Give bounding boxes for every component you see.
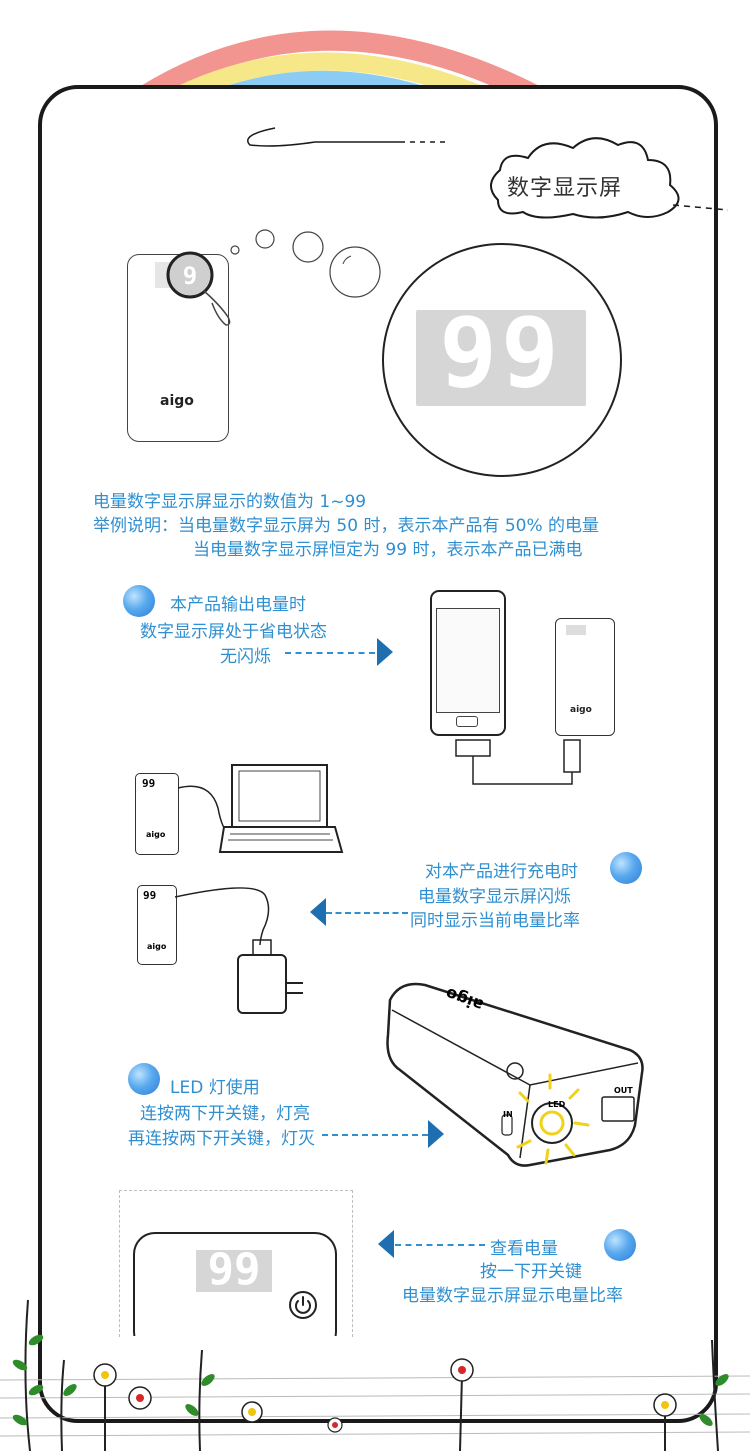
power-button-icon (289, 1291, 317, 1319)
side-display (566, 625, 586, 635)
check-arrow-line (395, 1244, 485, 1246)
power-bank-3d-illustration (386, 982, 644, 1167)
arrow-left-icon (310, 898, 326, 926)
cloud-shape (490, 137, 728, 219)
label-led: LED (548, 1100, 566, 1109)
bullet-dot-icon (128, 1063, 160, 1095)
wall-charger-illustration (175, 887, 303, 1014)
output-arrow-line (285, 652, 375, 654)
bullet-dot-icon (604, 1229, 636, 1261)
label-out: OUT (614, 1086, 633, 1095)
phone-screen (436, 608, 500, 713)
check-line-1: 查看电量 (490, 1239, 558, 1259)
charging-line-2: 电量数字显示屏闪烁 (418, 887, 571, 907)
small-logo-2: aigo (147, 942, 167, 951)
small-digits-2: 99 (143, 889, 157, 902)
charging-line-1: 对本产品进行充电时 (425, 862, 578, 882)
output-line-1: 本产品输出电量时 (170, 595, 306, 615)
bullet-dot-icon (123, 585, 155, 617)
bottom-decoration (0, 1299, 750, 1451)
arrow-left-icon (378, 1230, 394, 1258)
power-bank-small-2 (137, 885, 177, 965)
side-logo: aigo (570, 705, 592, 715)
output-line-3: 无闪烁 (220, 647, 271, 667)
closeup-digits: 99 (207, 1244, 261, 1295)
power-bank-small-1 (135, 773, 179, 855)
cable-lines (455, 739, 581, 785)
led-line-2: 连按两下开关键，灯亮 (140, 1104, 310, 1124)
check-line-2: 按一下开关键 (480, 1262, 582, 1282)
mask-bottom (120, 1336, 352, 1366)
led-line-3: 再连按两下开关键，灯灭 (128, 1129, 315, 1149)
led-arrow-line (322, 1134, 428, 1136)
heading-squiggle (247, 127, 450, 147)
output-line-2: 数字显示屏处于省电状态 (140, 622, 327, 642)
phone-home-button (456, 716, 478, 727)
led-line-1: LED 灯使用 (170, 1078, 260, 1098)
display-digits-large: 99 (439, 297, 563, 409)
power-bank-side (555, 618, 615, 736)
display-panel-large (416, 310, 586, 406)
power-bank-logo: aigo (160, 393, 194, 409)
page-heading: 数字显示屏 (507, 176, 623, 201)
intro-line-1: 电量数字显示屏显示的数值为 1~99 (93, 492, 367, 512)
charging-arrow-line (326, 912, 408, 914)
arrow-right-icon (428, 1120, 444, 1148)
magnifier-icon: 9 (166, 251, 231, 326)
bullet-dot-icon (610, 852, 642, 884)
intro-line-3: 当电量数字显示屏恒定为 99 时，表示本产品已满电 (193, 540, 583, 560)
charging-line-3: 同时显示当前电量比率 (410, 911, 580, 931)
intro-line-2: 举例说明：当电量数字显示屏为 50 时，表示本产品有 50% 的电量 (93, 516, 600, 536)
label-in: IN (503, 1110, 513, 1119)
small-logo-1: aigo (146, 830, 166, 839)
closeup-display (196, 1250, 272, 1292)
check-line-3: 电量数字显示屏显示电量比率 (402, 1286, 623, 1306)
bubbles (230, 229, 381, 298)
laptop-illustration (177, 764, 344, 853)
small-digits-1: 99 (142, 777, 156, 790)
svg-text:9: 9 (183, 262, 197, 290)
arrow-right-icon (377, 638, 393, 666)
